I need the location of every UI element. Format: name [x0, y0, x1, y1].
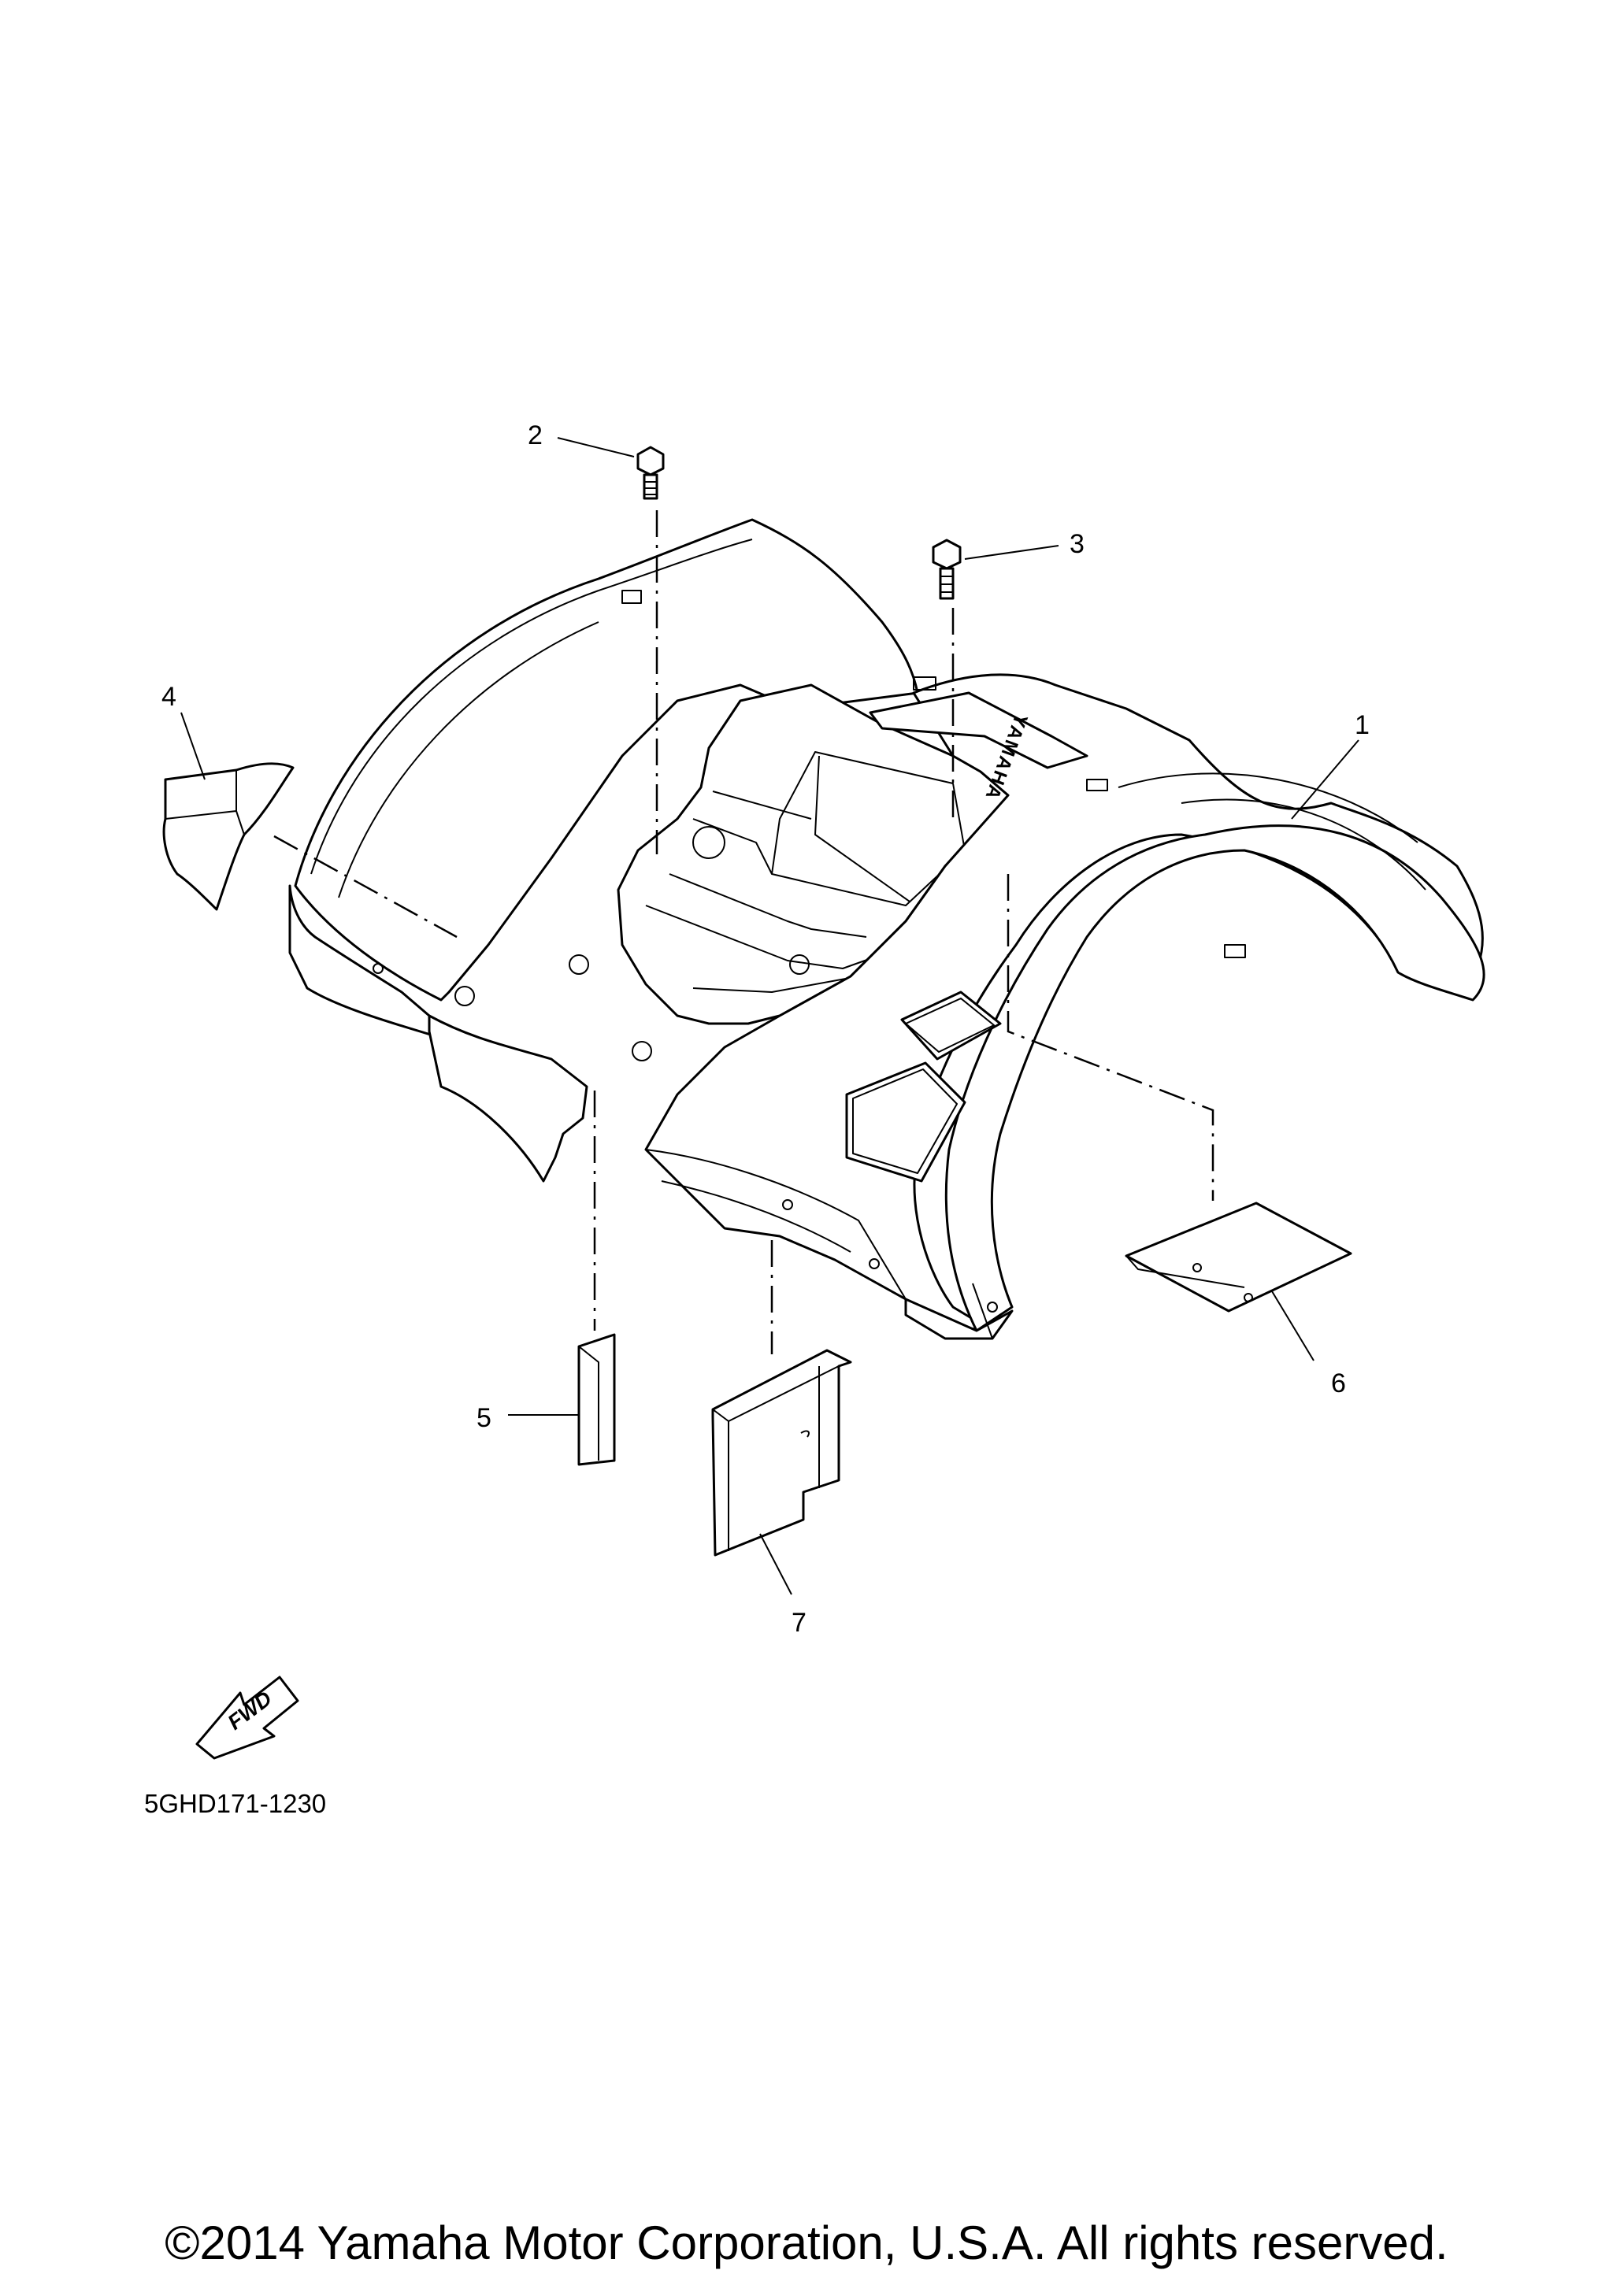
callout-1: 1 — [1355, 710, 1370, 740]
fwd-arrow-icon: FWD — [195, 1676, 299, 1760]
callout-3: 3 — [1070, 529, 1085, 559]
callout-5: 5 — [476, 1403, 491, 1433]
rear-fender-part-1: YAMAHA — [288, 518, 1485, 1340]
shield-part-7 — [711, 1349, 852, 1557]
strip-part-5 — [577, 1333, 616, 1466]
leader-lines — [180, 437, 1359, 1595]
diagram-code: 5GHD171-1230 — [144, 1789, 326, 1818]
callout-7: 7 — [792, 1608, 806, 1638]
callout-4: 4 — [161, 682, 176, 712]
bolt-part-2 — [636, 446, 665, 500]
assembly-lines — [273, 510, 1214, 1354]
callout-2: 2 — [528, 420, 543, 450]
bolt-part-3 — [932, 539, 962, 600]
copyright-notice: ©2014 Yamaha Motor Corporation, U.S.A. A… — [165, 2216, 1448, 2269]
callout-6: 6 — [1331, 1368, 1346, 1398]
decal-part-4 — [162, 762, 295, 911]
plate-part-6 — [1125, 1202, 1352, 1313]
